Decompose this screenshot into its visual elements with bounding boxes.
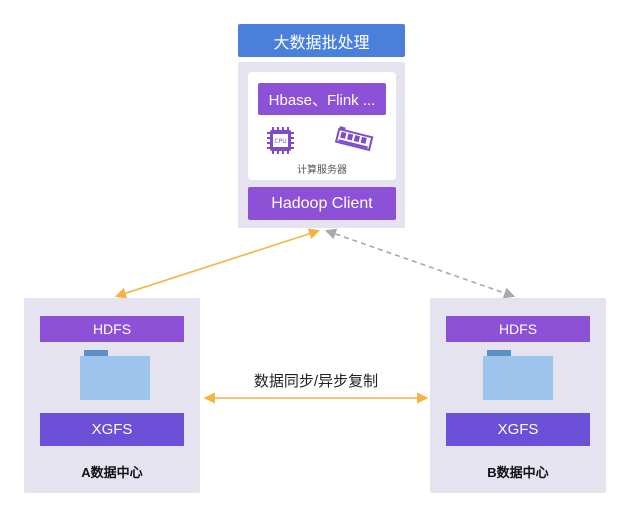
datacenter-b-xgfs-bar: XGFS <box>446 413 590 446</box>
sync-label: 数据同步/异步复制 <box>253 373 379 390</box>
folder-icon <box>80 350 150 400</box>
batch-processing-title: 大数据批处理 <box>238 24 405 57</box>
folder-icon <box>483 350 553 400</box>
datacenter-b-label: B数据中心 <box>487 465 549 480</box>
datacenter-b-hdfs-bar: HDFS <box>446 316 590 342</box>
compute-server-caption: 计算服务器 <box>297 165 347 176</box>
server-to-dc-a-arrow <box>114 228 321 299</box>
datacenter-a-label: A数据中心 <box>81 465 143 480</box>
server-to-dc-b-dashed-arrow <box>324 228 516 299</box>
cpu-icon-text: CPU <box>274 138 286 145</box>
hadoop-client-bar: Hadoop Client <box>248 187 396 220</box>
datacenter-a-hdfs-bar: HDFS <box>40 316 184 342</box>
cpu-chip-icon: CPU <box>267 127 294 154</box>
frameworks-bar: Hbase、Flink ... <box>258 83 386 115</box>
memory-stick-icon <box>334 126 374 152</box>
datacenter-a-xgfs-bar: XGFS <box>40 413 184 446</box>
